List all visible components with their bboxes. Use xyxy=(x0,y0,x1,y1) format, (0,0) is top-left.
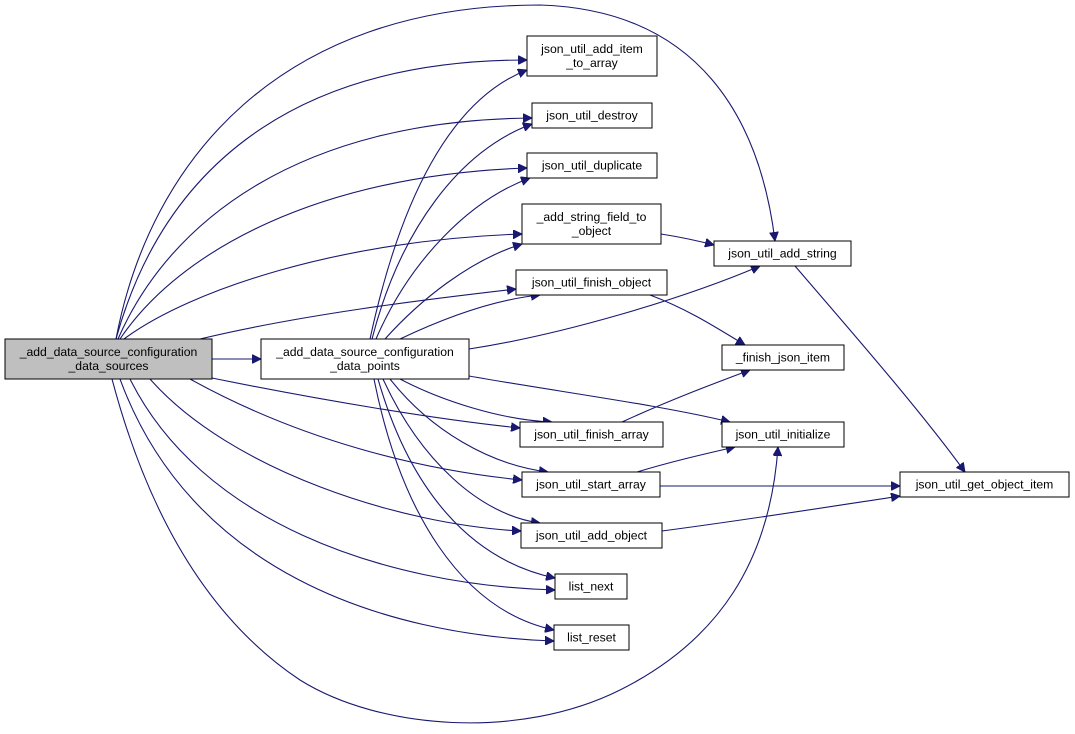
node-label: list_next xyxy=(569,580,614,594)
node-label: list_reset xyxy=(567,631,616,645)
edge-root-to-start-array xyxy=(189,378,522,480)
node-add-item-to-array[interactable]: json_util_add_item_to_array xyxy=(526,35,658,77)
node-label: json_util_finish_array xyxy=(533,428,649,442)
node-box[interactable] xyxy=(520,522,663,549)
node-box[interactable] xyxy=(713,240,852,267)
node-finish-json-item[interactable]: _finish_json_item xyxy=(721,344,845,371)
edges xyxy=(111,4,965,724)
edge-root-to-duplicate xyxy=(119,168,527,340)
node-label: _add_data_source_configuration xyxy=(275,345,454,359)
edge-start-array-to-initialize xyxy=(636,447,735,473)
edge-root-to-destroy xyxy=(117,118,532,340)
edge-data-points-to-start-array xyxy=(389,378,548,472)
node-box[interactable] xyxy=(553,624,630,651)
node-label: _add_data_source_configuration xyxy=(19,345,198,359)
node-label: _finish_json_item xyxy=(735,351,830,365)
node-label: json_util_add_string xyxy=(727,247,836,261)
node-box[interactable] xyxy=(519,421,664,448)
node-label: _to_array xyxy=(565,56,618,70)
edge-data-points-to-finish-array xyxy=(399,378,552,422)
node-root[interactable]: _add_data_source_configuration_data_sour… xyxy=(4,338,213,380)
node-add-string[interactable]: json_util_add_string xyxy=(713,240,852,267)
nodes: _add_data_source_configuration_data_sour… xyxy=(4,35,1070,651)
edge-root-to-finish-object xyxy=(199,289,516,340)
node-label: json_util_add_item xyxy=(540,42,643,56)
node-label: json_util_add_object xyxy=(535,529,648,543)
edge-data-points-to-list-next xyxy=(377,378,555,578)
edge-finish-object-to-finish-json-item xyxy=(649,294,745,345)
node-finish-object[interactable]: json_util_finish_object xyxy=(515,269,668,296)
node-label: json_util_duplicate xyxy=(541,159,643,173)
node-box[interactable] xyxy=(521,471,661,498)
edge-data-points-to-add-object xyxy=(382,378,540,523)
node-initialize[interactable]: json_util_initialize xyxy=(721,421,845,448)
edge-root-to-add-object xyxy=(149,378,521,531)
node-box[interactable] xyxy=(526,35,658,77)
node-box[interactable] xyxy=(260,338,470,380)
node-label: _object xyxy=(571,224,612,238)
edge-root-to-list-reset xyxy=(119,378,554,641)
node-start-array[interactable]: json_util_start_array xyxy=(521,471,661,498)
node-box[interactable] xyxy=(899,471,1070,498)
node-label: json_util_initialize xyxy=(735,428,831,442)
node-label: _data_sources xyxy=(68,359,149,373)
node-get-object-item[interactable]: json_util_get_object_item xyxy=(899,471,1070,498)
edge-data-points-to-add-item-to-array xyxy=(369,70,527,340)
node-box[interactable] xyxy=(721,421,845,448)
edge-data-points-to-add-string xyxy=(468,266,760,350)
node-box[interactable] xyxy=(531,102,653,129)
node-label: json_util_start_array xyxy=(535,478,647,492)
node-box[interactable] xyxy=(721,344,845,371)
edge-data-points-to-destroy xyxy=(371,124,532,340)
node-add-object[interactable]: json_util_add_object xyxy=(520,522,663,549)
node-label: json_util_destroy xyxy=(545,109,638,123)
node-box[interactable] xyxy=(526,152,658,179)
edge-root-to-list-next xyxy=(129,378,555,590)
node-label: _data_points xyxy=(329,359,400,373)
node-add-string-field[interactable]: _add_string_field_to_object xyxy=(521,203,662,245)
edge-data-points-to-add-string-field xyxy=(384,244,522,340)
node-box[interactable] xyxy=(515,269,668,296)
node-box[interactable] xyxy=(521,203,662,245)
node-list-next[interactable]: list_next xyxy=(554,573,628,600)
edge-add-string-to-get-object-item xyxy=(794,265,965,472)
node-label: json_util_finish_object xyxy=(531,276,652,290)
node-box[interactable] xyxy=(554,573,628,600)
edge-root-to-initialize xyxy=(111,378,778,724)
edge-root-to-finish-array xyxy=(211,377,520,428)
node-duplicate[interactable]: json_util_duplicate xyxy=(526,152,658,179)
edge-root-to-add-item-to-array xyxy=(115,60,527,340)
edge-add-object-to-get-object-item xyxy=(661,496,900,532)
edge-data-points-to-duplicate xyxy=(375,178,530,340)
node-data-points[interactable]: _add_data_source_configuration_data_poin… xyxy=(260,338,470,380)
node-label: json_util_get_object_item xyxy=(915,478,1054,492)
edge-data-points-to-finish-object xyxy=(399,295,540,340)
edge-finish-array-to-finish-json-item xyxy=(621,370,750,423)
edge-add-string-field-to-add-string xyxy=(660,233,714,245)
node-list-reset[interactable]: list_reset xyxy=(553,624,630,651)
node-box[interactable] xyxy=(4,338,213,380)
node-finish-array[interactable]: json_util_finish_array xyxy=(519,421,664,448)
edge-root-to-add-string xyxy=(115,4,775,340)
edge-root-to-add-string-field xyxy=(123,234,522,340)
node-label: _add_string_field_to xyxy=(536,210,647,224)
edge-data-points-to-list-reset xyxy=(373,378,554,630)
node-destroy[interactable]: json_util_destroy xyxy=(531,102,653,129)
edge-data-points-to-initialize xyxy=(468,375,730,422)
